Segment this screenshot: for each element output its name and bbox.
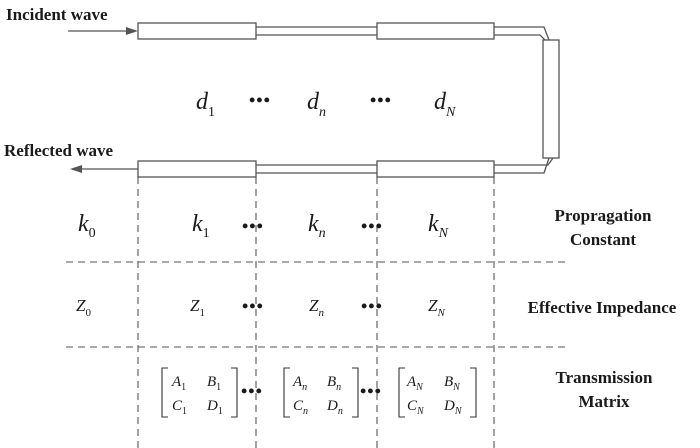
svg-text:dN: dN <box>434 89 456 120</box>
dots: ••• <box>242 216 264 236</box>
svg-text:k1: k1 <box>192 211 210 241</box>
bottom-line <box>137 160 495 178</box>
Z-1-symbol: Z <box>190 296 200 315</box>
dots: ••• <box>361 296 383 316</box>
svg-text:BN: BN <box>444 374 461 393</box>
transmission-label-line1: Transmission <box>556 368 654 387</box>
transmission-label-line2: Matrix <box>579 392 630 411</box>
Z-N-symbol: Z <box>428 296 438 315</box>
svg-text:d1: d1 <box>196 89 215 120</box>
incident-wave-label: Incident wave <box>6 5 108 24</box>
reflected-wave-label: Reflected wave <box>4 141 113 160</box>
load-element <box>494 39 560 174</box>
svg-text:Dn: Dn <box>326 398 343 417</box>
impedance-row: Z0 Z1 ••• Zn ••• ZN <box>76 296 445 319</box>
svg-text:AN: AN <box>406 374 424 393</box>
dots: ••• <box>249 90 271 110</box>
d-n-symbol: d <box>307 89 320 115</box>
k-0-symbol: k <box>78 211 89 237</box>
k-n-symbol: k <box>308 211 319 237</box>
svg-text:kn: kn <box>308 211 326 241</box>
svg-text:DN: DN <box>443 398 463 417</box>
svg-text:D1: D1 <box>206 398 223 417</box>
dots: ••• <box>242 296 264 316</box>
impedance-label: Effective Impedance <box>528 298 677 317</box>
svg-text:dn: dn <box>307 89 326 120</box>
propagation-label-line2: Constant <box>570 230 636 249</box>
dots: ••• <box>361 216 383 236</box>
matrix-N: AN BN CN DN <box>398 367 477 418</box>
svg-text:Zn: Zn <box>309 296 324 319</box>
svg-text:A1: A1 <box>171 374 186 393</box>
dots: ••• <box>360 381 382 401</box>
incident-arrow <box>68 27 138 35</box>
svg-text:Cn: Cn <box>293 398 308 417</box>
dashed-grid <box>66 177 565 448</box>
svg-text:CN: CN <box>407 398 425 417</box>
dots: ••• <box>241 381 263 401</box>
svg-text:k0: k0 <box>78 211 96 241</box>
svg-text:kN: kN <box>428 211 449 241</box>
svg-text:C1: C1 <box>172 398 187 417</box>
svg-text:Z1: Z1 <box>190 296 205 319</box>
matrix-row: A1 B1 C1 D1 ••• An Bn Cn Dn ••• AN BN CN… <box>161 367 477 418</box>
thickness-row: d1 ••• dn ••• dN <box>196 89 456 120</box>
d-N-symbol: d <box>434 89 447 115</box>
matrix-1: A1 B1 C1 D1 <box>161 367 238 418</box>
Z-n-symbol: Z <box>309 296 319 315</box>
k-1-symbol: k <box>192 211 203 237</box>
propagation-label-line1: Propragation <box>555 206 653 225</box>
svg-text:Bn: Bn <box>327 374 341 393</box>
k-N-symbol: k <box>428 211 439 237</box>
svg-text:ZN: ZN <box>428 296 445 319</box>
matrix-n: An Bn Cn Dn <box>283 367 359 418</box>
propagation-row: k0 k1 ••• kn ••• kN <box>78 211 449 241</box>
reflected-arrow <box>70 165 138 173</box>
svg-text:B1: B1 <box>207 374 221 393</box>
Z-0-symbol: Z <box>76 296 86 315</box>
svg-text:An: An <box>292 374 307 393</box>
d-1-symbol: d <box>196 89 209 115</box>
dots: ••• <box>370 90 392 110</box>
top-line <box>137 22 550 41</box>
svg-text:Z0: Z0 <box>76 296 91 319</box>
